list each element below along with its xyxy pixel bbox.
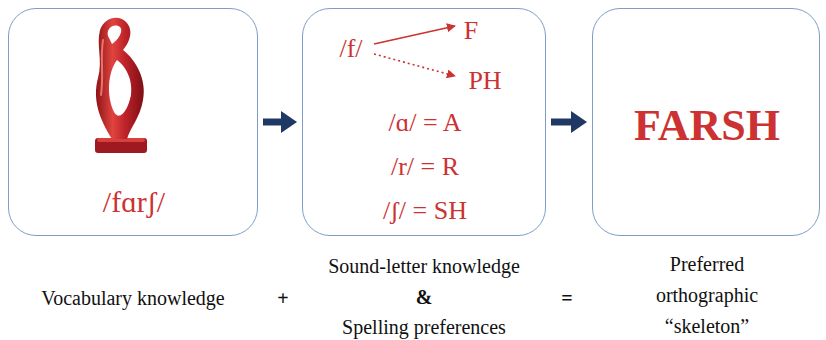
node-text: F <box>464 17 478 46</box>
caption-label: Sound-letter knowledge <box>328 254 520 278</box>
node-text: /ʃ/ = SH <box>383 197 467 226</box>
node-text: /ɑ/ = A <box>388 109 461 138</box>
sculpture-figure <box>95 18 147 153</box>
sculpture-base <box>95 138 147 153</box>
mapping-box: /f/F PH/ɑ/ = A/r/ = R/ʃ/ = SH <box>302 8 546 236</box>
node-text: /f/ <box>339 35 362 64</box>
caption-label: Spelling preferences <box>342 315 506 339</box>
word-box: /fɑrʃ/ <box>8 8 258 236</box>
node-text: FARSH <box>634 102 780 150</box>
caption-label: Vocabulary knowledge <box>41 286 224 310</box>
caption-label: Preferred orthographic “skeleton” <box>656 249 758 340</box>
flow-arrow <box>551 119 577 126</box>
node-text: PH <box>468 67 501 96</box>
sculpture-highlight <box>101 40 103 95</box>
sculpture-body <box>96 18 144 139</box>
flow-arrow <box>263 119 287 126</box>
operator-label: & <box>416 285 433 309</box>
spelling-box: FARSH <box>592 8 820 236</box>
node-text: /fɑrʃ/ <box>103 185 165 218</box>
alternative-arrow <box>374 54 455 76</box>
preferred-arrow <box>374 26 455 44</box>
operator-label: = <box>561 286 572 310</box>
operator-label: + <box>277 286 288 310</box>
node-text: /r/ = R <box>391 153 459 182</box>
